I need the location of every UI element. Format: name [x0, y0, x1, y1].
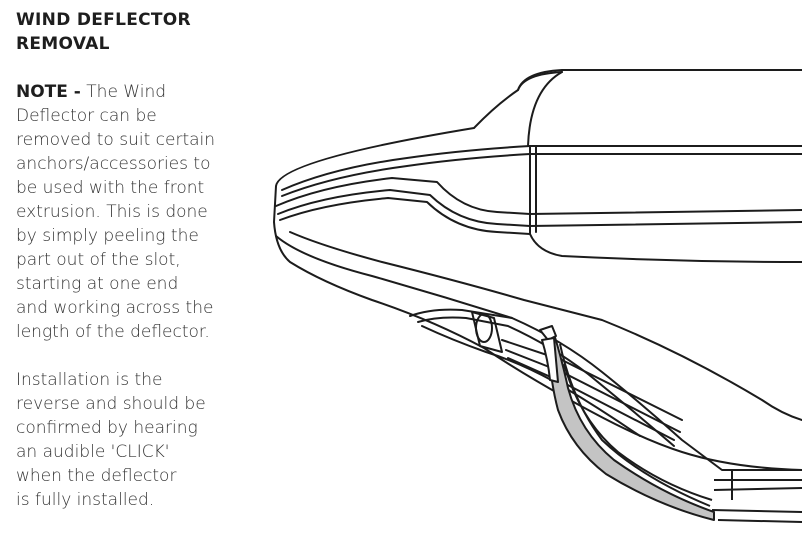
- deflector-face: [547, 333, 715, 521]
- note-paragraph: NOTE - The Wind Deflector can be removed…: [16, 80, 256, 344]
- title-line-2: REMOVAL: [16, 34, 110, 54]
- wind-deflector-illustration: [273, 69, 802, 523]
- slot-line-1: [275, 177, 802, 215]
- end-cap-curve: [529, 233, 802, 263]
- top-strip-lower: [281, 153, 802, 197]
- top-strip-upper: [281, 145, 802, 191]
- lower-body-curve: [289, 231, 802, 421]
- inner-channel-outer: [409, 308, 802, 471]
- slot-line-2: [277, 189, 802, 227]
- instructions-column: WIND DEFLECTOR REMOVAL NOTE - The Wind D…: [16, 8, 256, 512]
- fairing-top-edge: [517, 71, 563, 91]
- deflector-clip: [541, 337, 559, 383]
- end-cap-top: [527, 71, 563, 147]
- installation-paragraph: Installation is the reverse and should b…: [16, 370, 206, 510]
- deflector-edge-line-2: [563, 363, 713, 501]
- rail-line-1: [501, 339, 683, 421]
- slot-end-detail: [711, 470, 802, 523]
- deflector-lip: [539, 325, 557, 341]
- note-label: NOTE -: [16, 82, 81, 102]
- wind-deflector-part: [539, 325, 715, 521]
- section-title: WIND DEFLECTOR REMOVAL: [16, 8, 256, 56]
- fairing-outer-shell: [273, 69, 802, 471]
- bolt-plate: [471, 311, 503, 353]
- lower-body-curve-2: [275, 235, 513, 319]
- inner-channel-floor: [421, 325, 641, 437]
- rail-line-2: [505, 349, 681, 433]
- note-text: The Wind Deflector can be removed to sui…: [16, 82, 216, 342]
- slot-line-3: [279, 197, 531, 235]
- title-line-1: WIND DEFLECTOR: [16, 10, 191, 30]
